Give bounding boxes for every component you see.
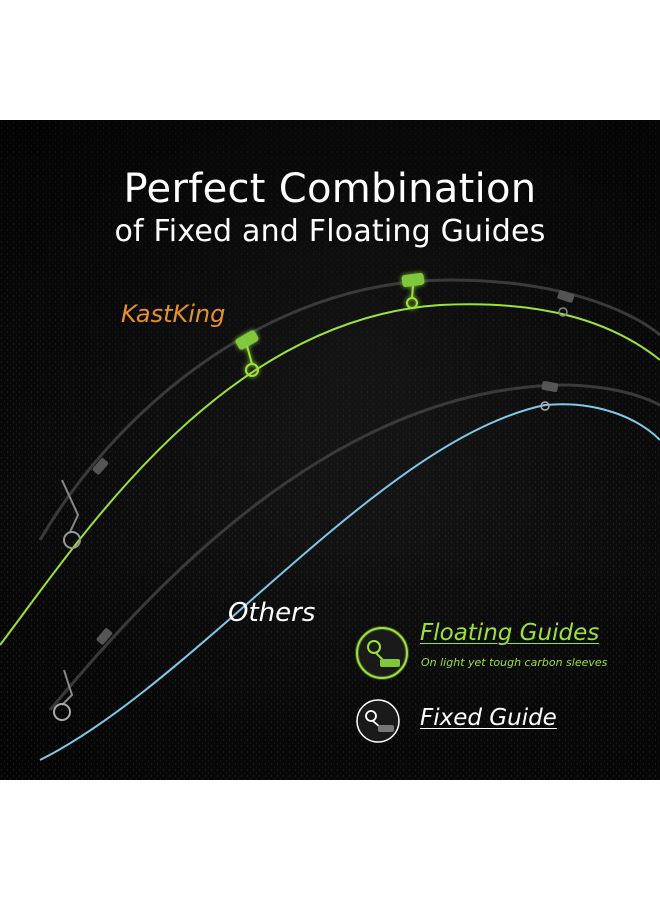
legend-floating-subtitle: On light yet tough carbon sleeves bbox=[421, 656, 608, 669]
legend-floating-title: Floating Guides bbox=[420, 620, 600, 646]
brand-label: KastKing bbox=[121, 300, 226, 328]
floating-guide-icon bbox=[355, 626, 409, 680]
others-line bbox=[39, 403, 660, 761]
others-fixed-guide-top bbox=[540, 380, 559, 411]
kastking-floating-guide-1 bbox=[235, 330, 259, 377]
others-fixed-guide-butt bbox=[53, 628, 113, 721]
page-subtitle: of Fixed and Floating Guides bbox=[114, 214, 546, 249]
product-poster: Perfect Combination of Fixed and Floatin… bbox=[0, 120, 660, 780]
legend-fixed-title: Fixed Guide bbox=[420, 705, 557, 731]
rods-illustration bbox=[0, 272, 660, 761]
others-rod bbox=[48, 383, 660, 711]
kastking-floating-guide-2 bbox=[401, 272, 425, 309]
kastking-fixed-guide-butt bbox=[61, 458, 109, 549]
others-label: Others bbox=[228, 598, 316, 628]
kastking-rod bbox=[38, 278, 660, 541]
kastking-fixed-guide-top bbox=[557, 290, 575, 317]
background-texture bbox=[0, 120, 660, 780]
kastking-line bbox=[0, 303, 660, 646]
fixed-guide-icon bbox=[356, 699, 400, 743]
page-title: Perfect Combination bbox=[123, 166, 537, 212]
